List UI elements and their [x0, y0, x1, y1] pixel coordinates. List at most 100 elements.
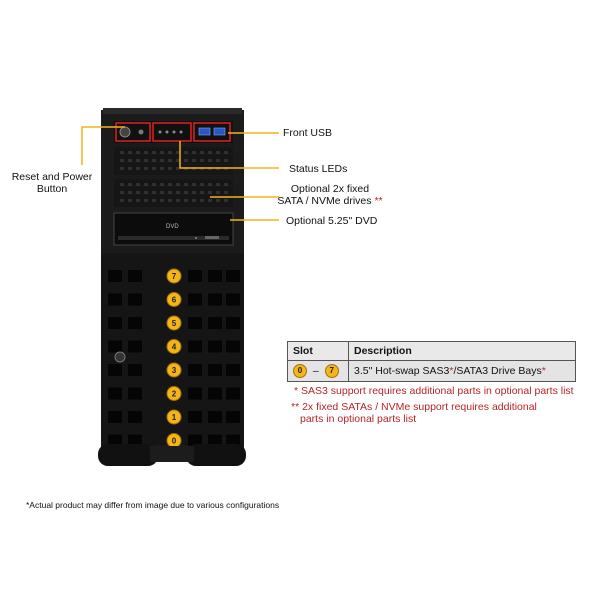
bay-vent-slot — [188, 293, 202, 306]
bay-vent-slot — [108, 270, 122, 282]
label-reset-power-line1: Reset and Power — [11, 171, 93, 183]
bay-vent-slot — [208, 364, 222, 376]
bay-badge — [166, 268, 182, 284]
label-optional-fixed-line1: Optional 2x fixed — [290, 183, 370, 195]
dvd-tray — [118, 236, 229, 240]
bay-vent-slot — [188, 340, 202, 353]
label-optional-fixed-line2-wrap: SATA / NVMe drives ** — [275, 195, 385, 207]
label-status-leds: Status LEDs — [289, 163, 348, 175]
dvd-eject-button-icon — [205, 236, 219, 239]
bay-vent-slot — [108, 340, 122, 353]
bay-vent-slot — [108, 364, 122, 376]
bay-vent-slot — [128, 317, 142, 329]
bay-badge — [166, 409, 182, 425]
drive-bay-1: 1 — [166, 409, 182, 425]
bay-badge-number: 0 — [172, 437, 177, 446]
bay-badge — [166, 339, 182, 354]
bay-badge-number: 5 — [172, 319, 177, 328]
slot-badge-to: 7 — [324, 364, 339, 378]
bay-vent-slot — [226, 293, 240, 306]
bay-vent-slot — [108, 411, 122, 423]
bay-badge-number: 4 — [172, 343, 177, 352]
drive-bay-7: 7 — [166, 268, 182, 284]
bay-vent-slot — [226, 387, 240, 400]
chassis-foot-left — [98, 444, 158, 466]
bay-vent-slot — [226, 434, 240, 447]
bay-badge — [166, 386, 182, 401]
table-cell-description: 3.5" Hot-swap SAS3*/SATA3 Drive Bays* — [348, 360, 576, 382]
dvd-led-icon — [195, 237, 197, 239]
description-text: 3.5" Hot-swap SAS3 — [354, 365, 450, 377]
bay-badge-number: 1 — [172, 413, 177, 422]
drive-bay-5: 5 — [166, 315, 182, 331]
bay-vent-slot — [128, 434, 142, 447]
chassis-foot-gap — [150, 446, 194, 462]
table-cell-slot: 0 – 7 — [287, 360, 349, 382]
callout-lines — [81, 126, 279, 221]
bay-vent-slot — [226, 270, 240, 282]
bay-vent-slot — [208, 270, 222, 282]
label-reset-power: Reset and Power Button — [10, 171, 94, 195]
bay-vent-slot — [208, 411, 222, 423]
description-tail: /SATA3 Drive Bays — [453, 365, 542, 377]
chassis-foot-right — [186, 444, 246, 466]
vent-pattern-fixed-drives — [120, 183, 228, 202]
bay-vent-slot — [226, 411, 240, 423]
bay-vent-slot — [188, 317, 202, 329]
bay-vent-slot — [208, 434, 222, 447]
bay-vent-slot — [108, 293, 122, 306]
drive-bay-number-badges: 7 6 5 4 3 2 1 0 — [166, 268, 182, 448]
bay-vent-slot — [128, 364, 142, 376]
table-header-slot: Slot — [287, 341, 349, 361]
table-header-description: Description — [348, 341, 576, 361]
bay-badge-number: 6 — [172, 296, 177, 305]
bay-vent-slot — [128, 340, 142, 353]
callout-line-status-leds — [179, 141, 279, 169]
bay-badge-number: 7 — [172, 272, 177, 281]
status-leds-highlight — [152, 122, 192, 142]
note-fixed-drives: ** 2x fixed SATAs / NVMe support require… — [291, 401, 537, 425]
drive-bay-6: 6 — [166, 292, 182, 307]
bay-vent-slot — [188, 364, 202, 376]
bay-badge — [166, 315, 182, 331]
bay-vent-slot — [108, 317, 122, 329]
bay-vent-slot — [208, 340, 222, 353]
bay-vent-slot — [188, 411, 202, 423]
bay-vent-slot — [128, 411, 142, 423]
slot-table: Slot Description 0 – 7 3.5" Hot-swap SAS… — [287, 341, 576, 382]
status-leds-icon — [158, 130, 183, 134]
bay-vent-slot — [128, 293, 142, 306]
slot-badge-from: 0 — [293, 364, 307, 378]
note-fixed-drives-line2: parts in optional parts list — [300, 413, 417, 425]
callout-line-reset-power — [81, 126, 125, 165]
drive-bay-3: 3 — [166, 362, 182, 378]
bay-vent-slot — [188, 387, 202, 400]
label-optional-fixed-line2: SATA / NVMe drives — [277, 195, 372, 207]
bay-vent-slot — [226, 340, 240, 353]
vent-bay-upper — [114, 147, 233, 175]
bay-vent-slot — [108, 387, 122, 400]
bay-badge-number: 2 — [172, 390, 177, 399]
label-reset-power-line2: Button — [36, 183, 68, 195]
description-mark2: * — [541, 365, 546, 377]
label-optional-fixed-mark: ** — [374, 195, 383, 207]
description-mark1: * — [449, 365, 454, 377]
table-row: 0 – 7 3.5" Hot-swap SAS3*/SATA3 Drive Ba… — [287, 360, 576, 382]
drive-bay-4: 4 — [166, 339, 182, 354]
label-optional-fixed-drives: Optional 2x fixed SATA / NVMe drives ** — [275, 183, 385, 207]
table-header-row: Slot Description — [287, 341, 576, 361]
disclaimer: *Actual product may differ from image du… — [26, 500, 280, 510]
reset-button-icon — [138, 129, 144, 135]
bay-vent-slot — [188, 270, 202, 282]
bay-vent-slot — [208, 293, 222, 306]
usb-port-icon — [213, 127, 226, 136]
label-front-usb: Front USB — [283, 127, 333, 139]
drive-bay-2: 2 — [166, 386, 182, 401]
label-optional-dvd: Optional 5.25" DVD — [286, 215, 378, 227]
drive-bay-0: 0 — [166, 433, 182, 448]
bay-vent-slot — [208, 387, 222, 400]
bay-vent-slot — [208, 317, 222, 329]
dvd-logo: DVD — [166, 224, 179, 230]
note-fixed-drives-line1: ** 2x fixed SATAs / NVMe support require… — [291, 401, 537, 413]
